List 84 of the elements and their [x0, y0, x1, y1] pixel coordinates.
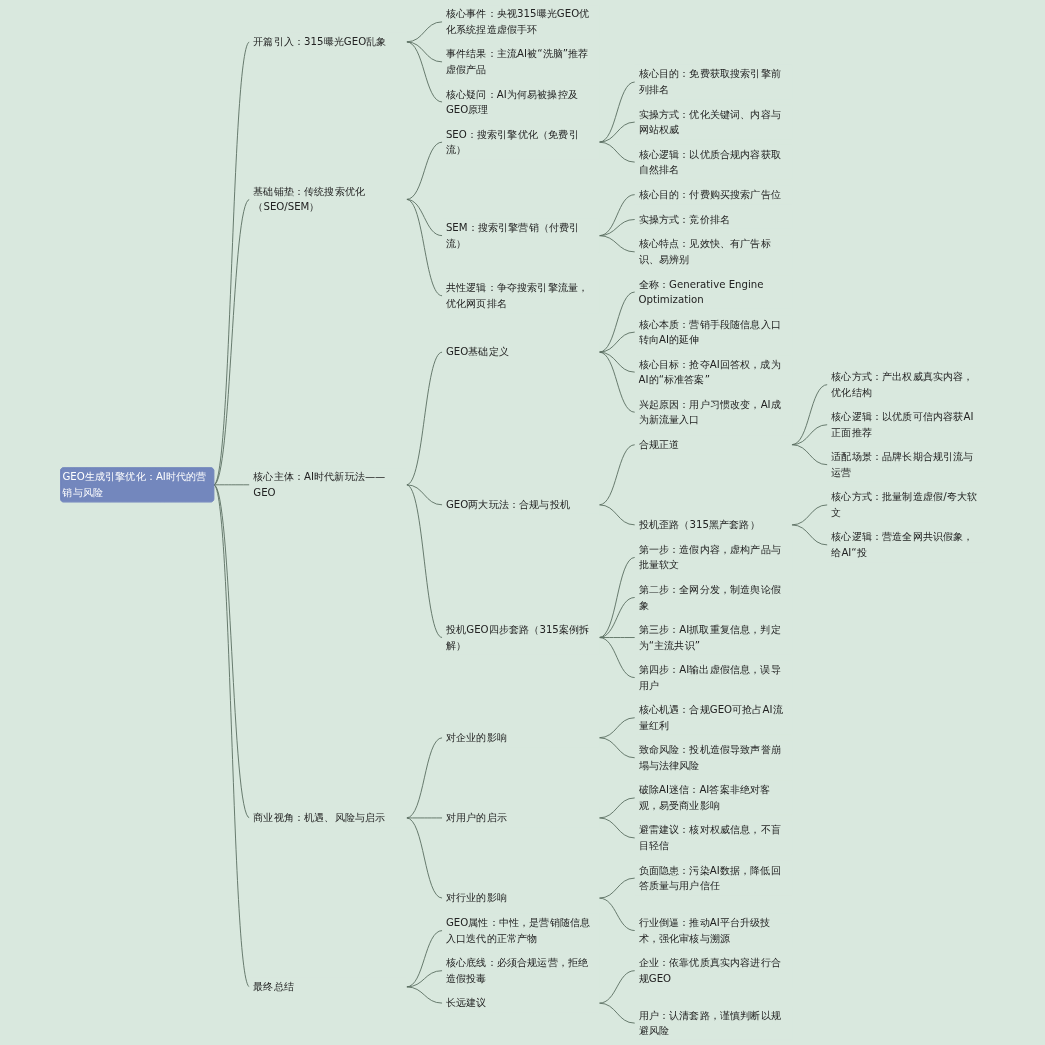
- connector: [598, 877, 636, 899]
- connector: [598, 331, 636, 353]
- node-text: 对用户的启示: [445, 811, 507, 824]
- node-text: 事件结果：主流AI被“洗脑”推荐虚假产品: [445, 47, 589, 76]
- node-text: 实操方式：优化关键词、内容与网站权威: [638, 108, 781, 136]
- connector: [598, 737, 636, 759]
- node-text: 企业：依靠优质真实内容进行合规GEO: [638, 956, 781, 984]
- node-text: 核心特点：见效快、有广告标识、易辨别: [638, 237, 771, 266]
- node-text: 核心目的：免费获取搜索引擎前列排名: [638, 67, 781, 96]
- connector: [405, 817, 443, 899]
- node-text: 基础铺垫：传统搜索优化（SEO/SEM）: [253, 185, 366, 213]
- connector: [791, 524, 829, 546]
- node-text: 第一步：造假内容，虚构产品与批量软文: [638, 543, 781, 571]
- node-text: 实操方式：竞价排名: [638, 213, 731, 225]
- node-text: 用户：认清套路，谨慎判断以规避风险: [638, 1009, 781, 1037]
- node-text: 破除AI迷信：AI答案非绝对客观，易受商业影响: [638, 783, 771, 812]
- node-text: 投机歪路（315黑产套路）: [638, 518, 760, 531]
- node-text: 兴起原因：用户习惯改变，AI成为新流量入口: [638, 398, 781, 426]
- node-text: 核心目标：抢夺AI回答权，成为AI的“标准答案”: [638, 358, 781, 386]
- node-text: 核心事件：央视315曝光GEO优化系统捏造虚假手环: [445, 7, 590, 35]
- connector: [598, 235, 636, 253]
- connector: [598, 351, 636, 413]
- connector: [791, 384, 829, 446]
- node-text: 核心机遇：合规GEO可抢占AI流量红利: [638, 703, 783, 731]
- node-text: 核心底线：必须合规运营，拒绝造假投毒: [445, 956, 589, 984]
- connector: [598, 970, 636, 1004]
- connector: [405, 817, 443, 819]
- connector: [405, 41, 443, 103]
- node-text: 最终总结: [253, 980, 294, 993]
- node-text: 对行业的影响: [445, 891, 507, 904]
- connector: [405, 484, 443, 638]
- node-text: 投机GEO四步套路（315案例拆解）: [445, 623, 590, 651]
- node-text: 核心逻辑：以优质可信内容获AI正面推荐: [831, 410, 974, 438]
- node-text: 核心方式：批量制造虚假/夸大软文: [831, 490, 978, 519]
- node-text: 开篇引入：315曝光GEO乱象: [253, 35, 387, 48]
- node-text: 对企业的影响: [445, 731, 507, 744]
- node-text: 核心方式：产出权威真实内容，优化结构: [831, 370, 974, 398]
- node-text: 第四步：AI输出虚假信息，误导用户: [638, 663, 781, 691]
- connector: [405, 986, 443, 1004]
- node-text: SEM：搜索引擎营销（付费引流）: [445, 221, 580, 249]
- node-text: 共性逻辑：争夺搜索引擎流量，优化网页排名: [445, 281, 589, 309]
- connector: [405, 737, 443, 819]
- connector: [598, 817, 636, 839]
- connector: [213, 484, 251, 819]
- node-text: 行业倒逼：推动AI平台升级技术，强化审核与溯源: [638, 916, 771, 944]
- node-text: 核心疑问：AI为何易被操控及GEO原理: [445, 87, 578, 116]
- connector: [598, 141, 636, 163]
- connector: [598, 291, 636, 353]
- node-text: 核心目的：付费购买搜索广告位: [638, 188, 781, 201]
- connector: [213, 484, 251, 486]
- node-text: 第二步：全网分发，制造舆论假象: [638, 583, 781, 611]
- connector: [598, 637, 636, 679]
- node-text: 致命风险：投机造假导致声誉崩塌与法律风险: [638, 743, 781, 771]
- connector: [405, 41, 443, 63]
- node-text: 核心本质：营销手段随信息入口转向AI的延伸: [638, 318, 781, 346]
- connector: [791, 444, 829, 466]
- connector: [598, 121, 636, 143]
- node-text: 避雷建议：核对权威信息，不盲目轻信: [638, 823, 781, 852]
- connector: [598, 556, 636, 638]
- connector: [213, 484, 251, 988]
- node-text: 合规正道: [638, 438, 680, 451]
- node-text: GEO属性：中性，是营销随信息入口迭代的正常产物: [445, 916, 591, 944]
- connector: [405, 484, 443, 506]
- connector: [405, 351, 443, 486]
- node-text: 第三步：AI抓取重复信息，判定为“主流共识”: [638, 623, 781, 651]
- node-text: 负面隐患：污染AI数据，降低回答质量与用户信任: [638, 864, 781, 892]
- node-text: SEO：搜索引擎优化（免费引流）: [445, 128, 579, 156]
- node-text: 全称：Generative Engine Optimization: [638, 277, 764, 306]
- node-text: 核心主体：AI时代新玩法——GEO: [253, 470, 386, 498]
- connector: [598, 897, 636, 932]
- connector: [598, 1002, 636, 1024]
- connector: [598, 504, 636, 526]
- node-text: 核心逻辑：以优质合规内容获取自然排名: [638, 148, 781, 176]
- connector: [405, 198, 443, 297]
- connector: [213, 198, 251, 486]
- connector: [598, 81, 636, 143]
- node-text: GEO基础定义: [445, 345, 509, 358]
- connector: [405, 141, 443, 200]
- connector: [213, 41, 251, 486]
- node-text: 适配场景：品牌长期合规引流与运营: [831, 450, 974, 478]
- node-text: 核心逻辑：营造全网共识假象，给AI“投: [831, 530, 974, 559]
- node-text: 商业视角：机遇、风险与启示: [253, 811, 386, 824]
- node-text: 长远建议: [445, 996, 487, 1009]
- node-text: GEO两大玩法：合规与投机: [445, 498, 570, 511]
